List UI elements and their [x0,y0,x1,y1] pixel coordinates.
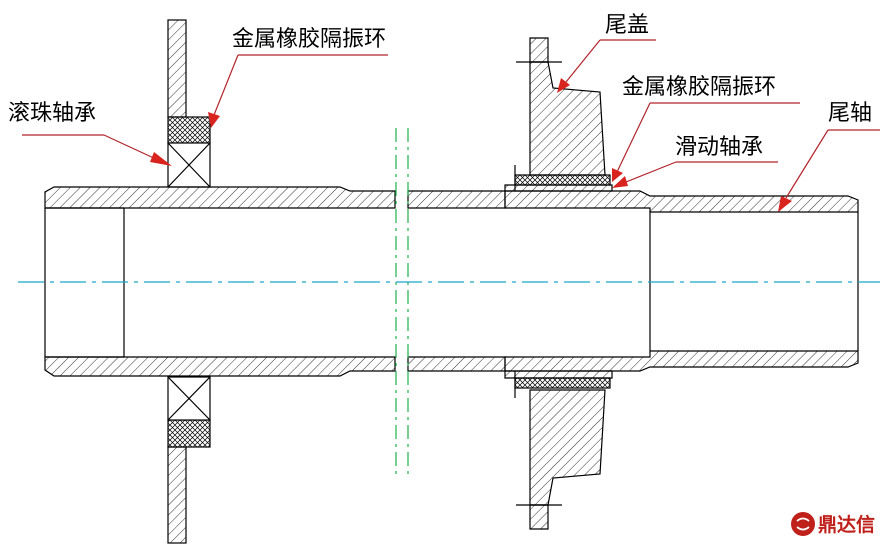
leader-sliding-bearing [612,161,778,188]
label-rubber-ring-left: 金属橡胶隔振环 [232,27,386,52]
leader-rubber-ring-left [208,54,388,128]
leader-tail-shaft [778,129,880,212]
hollow-shaft [44,186,506,377]
leader-rubber-ring-right [612,102,800,182]
tail-cover [516,37,606,530]
leader-ball-bearing [22,134,172,166]
break-lines [395,128,409,478]
label-rubber-ring-right: 金属橡胶隔振环 [622,75,776,100]
ball-bearing [167,142,211,421]
leader-tail-cover [557,39,656,93]
watermark-logo-icon [791,512,815,536]
left-support-plate [167,19,187,544]
label-tail-shaft: 尾轴 [828,101,872,126]
watermark-text: 鼎达信 [818,513,875,536]
watermark: 鼎达信 [791,512,875,536]
label-tail-cover: 尾盖 [605,13,649,38]
tail-shaft [504,190,859,372]
label-sliding-bearing: 滑动轴承 [675,135,763,160]
label-ball-bearing: 滚珠轴承 [8,101,96,126]
